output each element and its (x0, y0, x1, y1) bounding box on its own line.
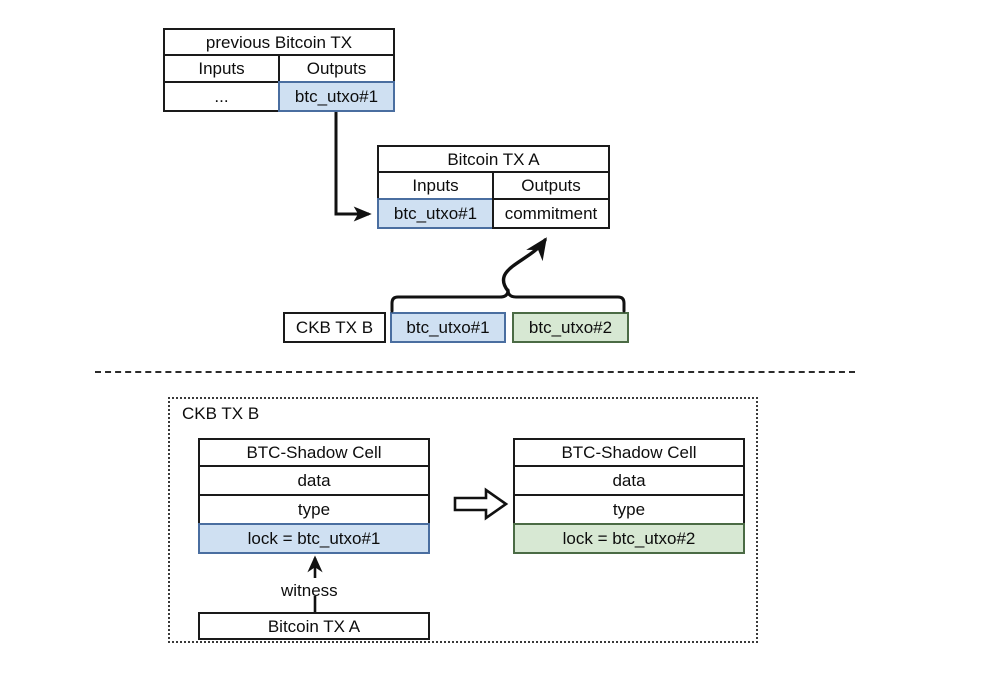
connector-ckb-to-commitment (501, 237, 547, 293)
bitcoin-tx-a-header-inputs: Inputs (377, 171, 494, 200)
ckb-tx-b-row-label: CKB TX B (283, 312, 386, 343)
ckb-tx-b-panel-label: CKB TX B (182, 404, 260, 423)
prev-bitcoin-tx-input-value: ... (163, 81, 280, 112)
prev-bitcoin-tx-header-inputs: Inputs (163, 54, 280, 83)
input-shadow-cell-title: BTC-Shadow Cell (198, 438, 430, 467)
output-shadow-cell-lock: lock = btc_utxo#2 (513, 523, 745, 554)
bitcoin-tx-a-output-commitment: commitment (492, 198, 610, 229)
bitcoin-tx-a-title: Bitcoin TX A (377, 145, 610, 173)
output-shadow-cell-title: BTC-Shadow Cell (513, 438, 745, 467)
ckb-tx-b-row-utxo2: btc_utxo#2 (512, 312, 629, 343)
witness-source-bitcoin-tx-a: Bitcoin TX A (198, 612, 430, 640)
ckb-tx-b-row-utxo1: btc_utxo#1 (390, 312, 506, 343)
bitcoin-tx-a-input-utxo1: btc_utxo#1 (377, 198, 494, 229)
prev-bitcoin-tx-header-outputs: Outputs (278, 54, 395, 83)
prev-bitcoin-tx-title: previous Bitcoin TX (163, 28, 395, 56)
prev-bitcoin-tx-output-utxo1: btc_utxo#1 (278, 81, 395, 112)
output-shadow-cell-data: data (513, 465, 745, 496)
bitcoin-tx-a-header-outputs: Outputs (492, 171, 610, 200)
input-shadow-cell-lock: lock = btc_utxo#1 (198, 523, 430, 554)
connector-prev-utxo-to-txa (334, 112, 372, 222)
ckb-tx-b-panel (168, 397, 758, 643)
witness-label: witness (281, 581, 338, 600)
section-divider (95, 371, 855, 373)
input-shadow-cell-data: data (198, 465, 430, 496)
output-shadow-cell-type: type (513, 494, 745, 525)
input-shadow-cell-type: type (198, 494, 430, 525)
brace-ckb-utxos (390, 288, 626, 313)
